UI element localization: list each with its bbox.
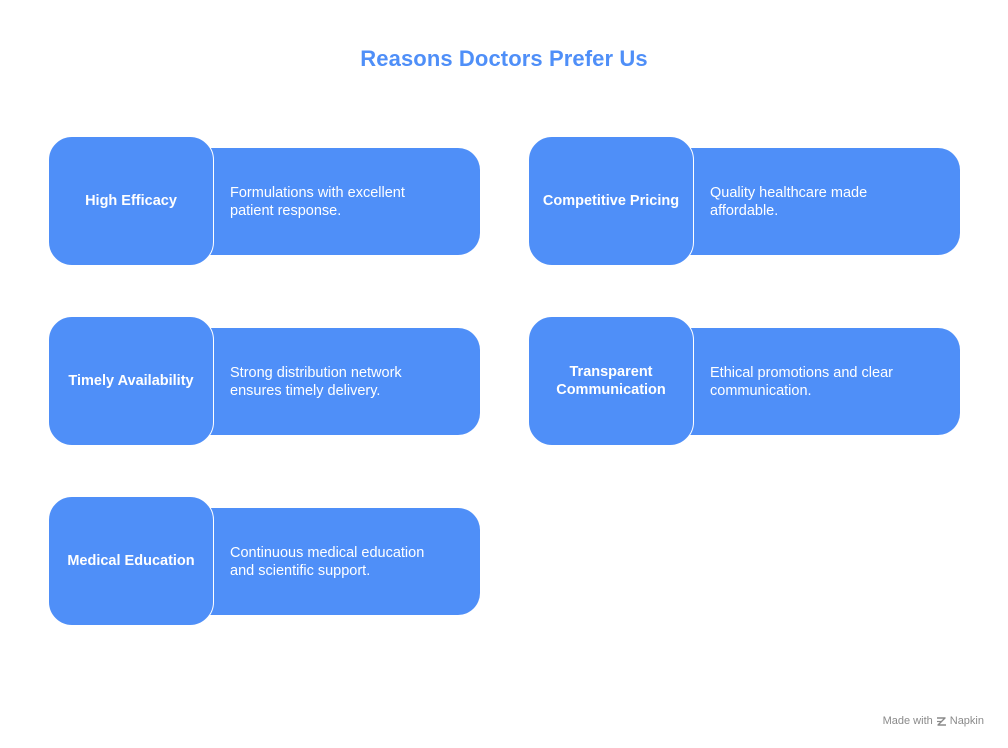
made-with-napkin-badge: Made with Napkin: [883, 715, 984, 727]
description-box: Formulations with excellent patient resp…: [198, 148, 480, 255]
card-label: Transparent Communication: [556, 364, 666, 398]
page-title: Reasons Doctors Prefer Us: [360, 46, 648, 71]
description-box: Continuous medical education and scienti…: [198, 508, 480, 615]
card-label: Competitive Pricing: [542, 193, 680, 209]
reason-card-timely-availability: Strong distribution network ensures time…: [48, 316, 480, 448]
label-box: Transparent Communication: [528, 316, 694, 446]
description-box: Quality healthcare made affordable.: [678, 148, 960, 255]
card-description: Ethical promotions and clear communicati…: [710, 365, 893, 399]
description-box: Strong distribution network ensures time…: [198, 328, 480, 435]
card-description: Quality healthcare made affordable.: [710, 185, 868, 219]
card-description: Formulations with excellent patient resp…: [230, 185, 405, 219]
label-box: Timely Availability: [48, 316, 214, 446]
card-description: Strong distribution network ensures time…: [230, 365, 402, 399]
label-box: Medical Education: [48, 496, 214, 626]
card-label: Medical Education: [67, 553, 195, 569]
description-box: Ethical promotions and clear communicati…: [678, 328, 960, 435]
card-label: Timely Availability: [68, 373, 194, 389]
napkin-logo-icon: [936, 716, 946, 726]
reason-card-high-efficacy: Formulations with excellent patient resp…: [48, 136, 480, 268]
card-label: High Efficacy: [85, 193, 177, 209]
reason-card-medical-education: Continuous medical education and scienti…: [48, 496, 480, 628]
card-description: Continuous medical education and scienti…: [230, 545, 425, 579]
reason-card-competitive-pricing: Quality healthcare made affordable. Comp…: [528, 136, 960, 268]
label-box: Competitive Pricing: [528, 136, 694, 266]
made-with-text: Made with: [882, 715, 933, 727]
label-box: High Efficacy: [48, 136, 214, 266]
brand-text: Napkin: [949, 715, 984, 727]
reason-card-transparent-communication: Ethical promotions and clear communicati…: [528, 316, 960, 448]
